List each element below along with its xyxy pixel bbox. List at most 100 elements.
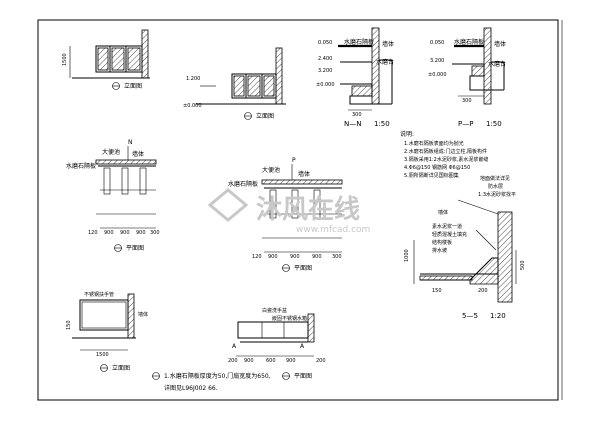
dim-label: 0.050	[430, 40, 444, 46]
view-title: 立面图	[112, 364, 130, 372]
dim-label: 1500	[62, 53, 68, 66]
layer-label: 素水泥浆一道	[432, 223, 462, 230]
dim-label: 150	[66, 320, 72, 330]
dim-label: ±0.000	[316, 82, 335, 88]
dim-label: 1.200	[186, 76, 200, 82]
note-line: 4.Φ6@150 钢筋网 Φ6@150	[404, 164, 470, 171]
layer-label: 结构楼板	[432, 239, 452, 246]
partition-label: 水磨石隔板	[66, 162, 96, 170]
wall-label: 墙体	[382, 40, 394, 48]
dim-label: 900	[244, 358, 254, 364]
note-line: 5.厕所隔断详见国标图集	[404, 172, 459, 179]
dim-label: ±0.000	[428, 72, 447, 78]
basin-label: 白瓷洗手盆	[262, 307, 287, 314]
platform-label: 水磨台	[488, 60, 506, 68]
dim-label: 150	[432, 288, 442, 294]
dim-label: 600	[266, 358, 276, 364]
handrail-label: 不锈钢扶手管	[84, 291, 114, 298]
layer-label: 1:3水泥砂浆找平	[478, 191, 516, 198]
dim-label: 900	[312, 254, 322, 260]
partition-label: 水磨石隔板	[228, 180, 258, 188]
watermark-text: 沐风在线	[256, 195, 360, 225]
section-mark: N	[128, 139, 133, 146]
dim-label: 300	[352, 112, 362, 118]
note-line: 详图见L96J002 66.	[164, 384, 218, 392]
dim-label: 120	[252, 254, 262, 260]
note-line: 3.隔板采用1:2水泥砂浆,素水泥浆嵌缝	[404, 156, 488, 163]
elevation-view-1: 1500 立面图	[62, 29, 150, 90]
dim-label: 120	[88, 230, 98, 236]
view-title: 立面图	[124, 82, 142, 90]
dim-label: ±0.000	[183, 103, 202, 109]
layer-label: 防水层	[488, 183, 503, 190]
note-line: 1.水磨石隔板厚度为50,门扇宽度为650,	[164, 372, 271, 380]
wall-section	[307, 313, 315, 343]
dim-label: 300	[150, 230, 160, 236]
layer-label: 地面做法详见	[480, 175, 510, 182]
bottom-note: 1.水磨石隔板厚度为50,门扇宽度为650, 详图见L96J002 66.	[152, 372, 271, 392]
notes-block: 说明: 1.水磨石隔板表面均为抛光 2.水磨石隔板组成:门边立柱,隔板构件 3.…	[400, 130, 488, 179]
view-scale: 1:50	[374, 120, 390, 128]
watermark-url: www.mfcad.com	[296, 225, 370, 235]
plan-view-2: 大便池 墙体 水磨石隔板 P 120 900 900 900 300 平面图	[228, 157, 343, 272]
wall-section	[141, 29, 149, 79]
note-line: 1.水磨石隔板表面均为抛光	[404, 140, 464, 147]
layer-label: 墙体	[438, 209, 448, 216]
view-title: 平面图	[294, 265, 312, 272]
section-5-5: 1000 500 150 200 地面做法详见 防水层 1:3水泥砂浆找平 素水…	[404, 175, 526, 320]
view-title: 平面图	[126, 245, 144, 252]
dim-label: 300	[462, 98, 472, 104]
wall-label: 墙体	[138, 311, 148, 318]
partition-label: 水磨石隔板	[344, 38, 374, 46]
dim-label: 2.400	[318, 56, 332, 62]
view-title: N—N	[344, 120, 361, 128]
dim-label: 500	[520, 260, 526, 270]
section-mark: A	[232, 343, 237, 350]
dim-label: 900	[286, 358, 296, 364]
section-mark: P	[292, 157, 296, 164]
wall-label: 墙体	[298, 170, 310, 178]
toilet-label: 大便池	[102, 148, 120, 156]
dim-label: 900	[290, 254, 300, 260]
wall-section	[497, 211, 513, 303]
dim-label: 200	[316, 358, 326, 364]
plan-view-1: 大便池 墙体 水磨石隔板 N 120 900 900 900 300 平面图	[66, 139, 160, 252]
dim-label: 3.200	[430, 58, 444, 64]
dim-label: 900	[268, 254, 278, 260]
dim-label: 0.050	[318, 40, 332, 46]
partition-label: 水磨石隔板	[454, 38, 484, 46]
view-title: 平面图	[294, 373, 312, 380]
elevation-view-3: 不锈钢扶手管 墙体 1500 150 立面图	[66, 291, 148, 372]
dim-label: 1000	[404, 249, 410, 262]
wall-section	[127, 293, 135, 339]
wall-section	[261, 179, 343, 185]
dim-label: 200	[478, 288, 488, 294]
view-title: 5—5	[462, 312, 478, 320]
section-mark: A	[300, 343, 305, 350]
section-n-n: 水磨石隔板 墙体 水磨台 0.050 2.400 3.200 ±0.000 30…	[316, 27, 394, 128]
watermark: 沐风在线 www.mfcad.com	[207, 188, 370, 235]
note-line: 2.水磨石隔板组成:门边立柱,隔板构件	[404, 148, 487, 155]
dim-label: 900	[104, 230, 114, 236]
dim-label: 300	[332, 254, 342, 260]
elevation-view-2: 1.200 ±0.000 立面图	[183, 47, 286, 120]
layer-label: 轻质混凝土填充	[432, 231, 467, 238]
view-scale: 1:50	[486, 120, 502, 128]
dim-label: 3.200	[318, 68, 332, 74]
wall-section	[95, 159, 157, 165]
view-title: 立面图	[256, 112, 274, 120]
layer-label: 排水坡	[432, 247, 447, 254]
plan-view-3: 白瓷洗手盆 嵌固不锈钢水箱 A A 200 900 600 900 200 平面…	[228, 307, 326, 380]
dim-label: 1500	[96, 352, 109, 358]
platform-label: 水磨台	[376, 58, 394, 66]
view-scale: 1:20	[490, 312, 506, 320]
tank-label: 嵌固不锈钢水箱	[272, 315, 307, 322]
notes-heading: 说明:	[400, 130, 414, 138]
dim-label: 900	[120, 230, 130, 236]
dim-label: 200	[228, 358, 238, 364]
wall-label: 墙体	[494, 40, 506, 48]
wall-label: 墙体	[132, 150, 144, 158]
section-p-p: 水磨石隔板 墙体 水磨台 0.050 3.200 ±0.000 300 P—P …	[428, 27, 506, 128]
